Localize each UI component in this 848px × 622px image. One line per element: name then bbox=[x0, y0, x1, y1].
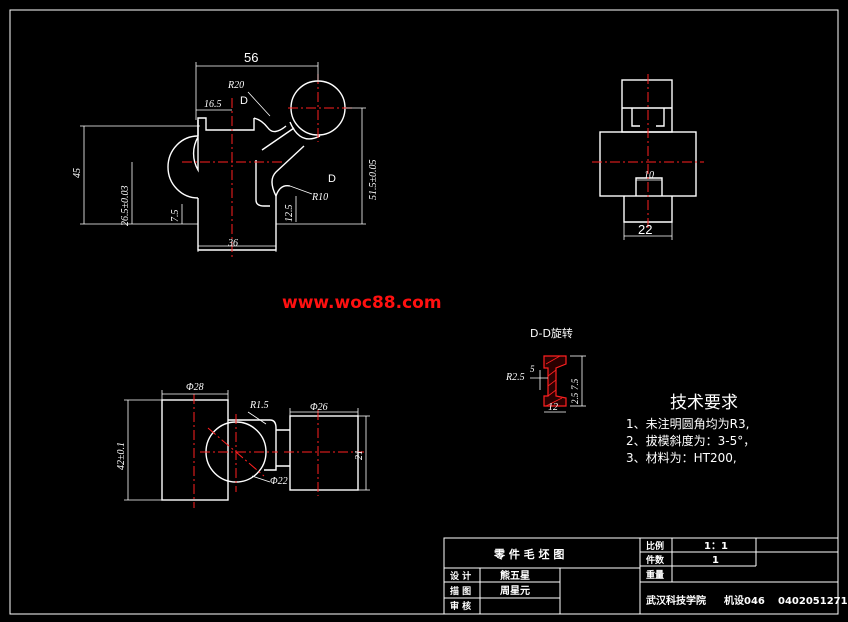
dim-16-5: 16.5 bbox=[204, 99, 222, 110]
top-left-block bbox=[161, 399, 229, 501]
rib-inner bbox=[255, 160, 270, 207]
label-d-lower: D bbox=[328, 173, 336, 185]
arm-web bbox=[261, 127, 305, 197]
top-connector bbox=[228, 419, 277, 471]
review-label: 审 核 bbox=[450, 600, 471, 612]
section-view bbox=[530, 355, 586, 413]
top-view-centerlines bbox=[193, 394, 364, 508]
left-boss bbox=[167, 135, 199, 199]
label-d-upper: D bbox=[240, 95, 248, 107]
tech-title: 技术要求 bbox=[670, 393, 738, 413]
tech-item-2: 2、拔模斜度为：3-5°， bbox=[626, 433, 755, 448]
dim-45: 45 bbox=[72, 168, 83, 178]
dim-phi22: Φ22 bbox=[270, 476, 288, 487]
student-id: 0402051271 bbox=[778, 596, 848, 607]
dim-section-7-5: 7.5 bbox=[570, 378, 580, 390]
main-body bbox=[197, 117, 277, 251]
dim-56: 56 bbox=[244, 50, 258, 65]
design-label: 设 计 bbox=[450, 570, 471, 582]
dim-51-5: 51.5±0.05 bbox=[368, 160, 379, 201]
drafting-label: 描 图 bbox=[450, 585, 471, 597]
tech-item-3: 3、材料为：HT200, bbox=[626, 451, 737, 465]
top-view bbox=[161, 399, 359, 501]
dim-r20: R20 bbox=[227, 80, 244, 91]
drawing-name: 零 件 毛 坯 图 bbox=[493, 547, 564, 561]
arm-boss-inner bbox=[289, 121, 321, 140]
dim-r2-5: R2.5 bbox=[505, 372, 525, 383]
qty-label: 件数 bbox=[646, 554, 665, 566]
front-view-dims bbox=[80, 62, 366, 252]
class-name: 机设046 bbox=[724, 594, 765, 607]
weight-label: 重量 bbox=[646, 569, 664, 581]
watermark: www.woc88.com bbox=[282, 293, 442, 313]
scale-label: 比例 bbox=[646, 540, 664, 552]
dim-26-5: 26.5±0.03 bbox=[120, 186, 131, 227]
dim-42: 42±0.1 bbox=[116, 442, 127, 470]
qty-value: 1 bbox=[712, 555, 719, 566]
top-view-dims bbox=[124, 390, 370, 501]
front-view-labels: 56 R20 16.5 D D 45 26.5±0.03 7.5 12.5 R1… bbox=[72, 50, 379, 249]
tech-requirements: 技术要求 1、未注明圆角均为R3, 2、拔模斜度为：3-5°， 3、材料为：HT… bbox=[626, 393, 755, 465]
dim-12-5: 12.5 bbox=[284, 205, 295, 223]
section-title: D-D旋转 bbox=[530, 326, 573, 340]
side-view-centerlines bbox=[592, 74, 704, 230]
sheet-border bbox=[9, 9, 839, 615]
dim-36: 36 bbox=[227, 238, 238, 249]
dim-7-5: 7.5 bbox=[170, 210, 181, 223]
dim-21: 21 bbox=[354, 450, 365, 460]
designer-name: 熊五星 bbox=[500, 569, 530, 582]
arm-outer-edge bbox=[253, 117, 287, 133]
r10-fillet bbox=[275, 185, 291, 197]
drafter-name: 周星元 bbox=[500, 585, 530, 597]
dim-22: 22 bbox=[638, 222, 652, 237]
dim-10: 10 bbox=[644, 170, 654, 181]
title-block-text: 零 件 毛 坯 图 比例 1：1 件数 1 重量 设 计 熊五星 描 图 周星元… bbox=[450, 540, 848, 612]
dim-section-12: 12 bbox=[548, 402, 558, 413]
dim-section-5: 5 bbox=[530, 364, 535, 374]
school-name: 武汉科技学院 bbox=[646, 594, 706, 607]
dim-section-2-5: 2.5 bbox=[570, 392, 580, 404]
top-right-boss bbox=[289, 415, 359, 491]
dim-r1-5: R1.5 bbox=[249, 400, 269, 411]
arm-boss-circle bbox=[290, 80, 346, 136]
tech-item-1: 1、未注明圆角均为R3, bbox=[626, 416, 749, 431]
title-block bbox=[443, 537, 839, 615]
dim-r10: R10 bbox=[311, 192, 328, 203]
front-view-outline bbox=[192, 120, 199, 173]
scale-value: 1：1 bbox=[704, 541, 728, 552]
dim-phi26: Φ26 bbox=[310, 402, 328, 413]
side-view-dims bbox=[623, 179, 673, 240]
front-view-centerlines bbox=[182, 74, 352, 258]
dim-phi28: Φ28 bbox=[186, 382, 204, 393]
